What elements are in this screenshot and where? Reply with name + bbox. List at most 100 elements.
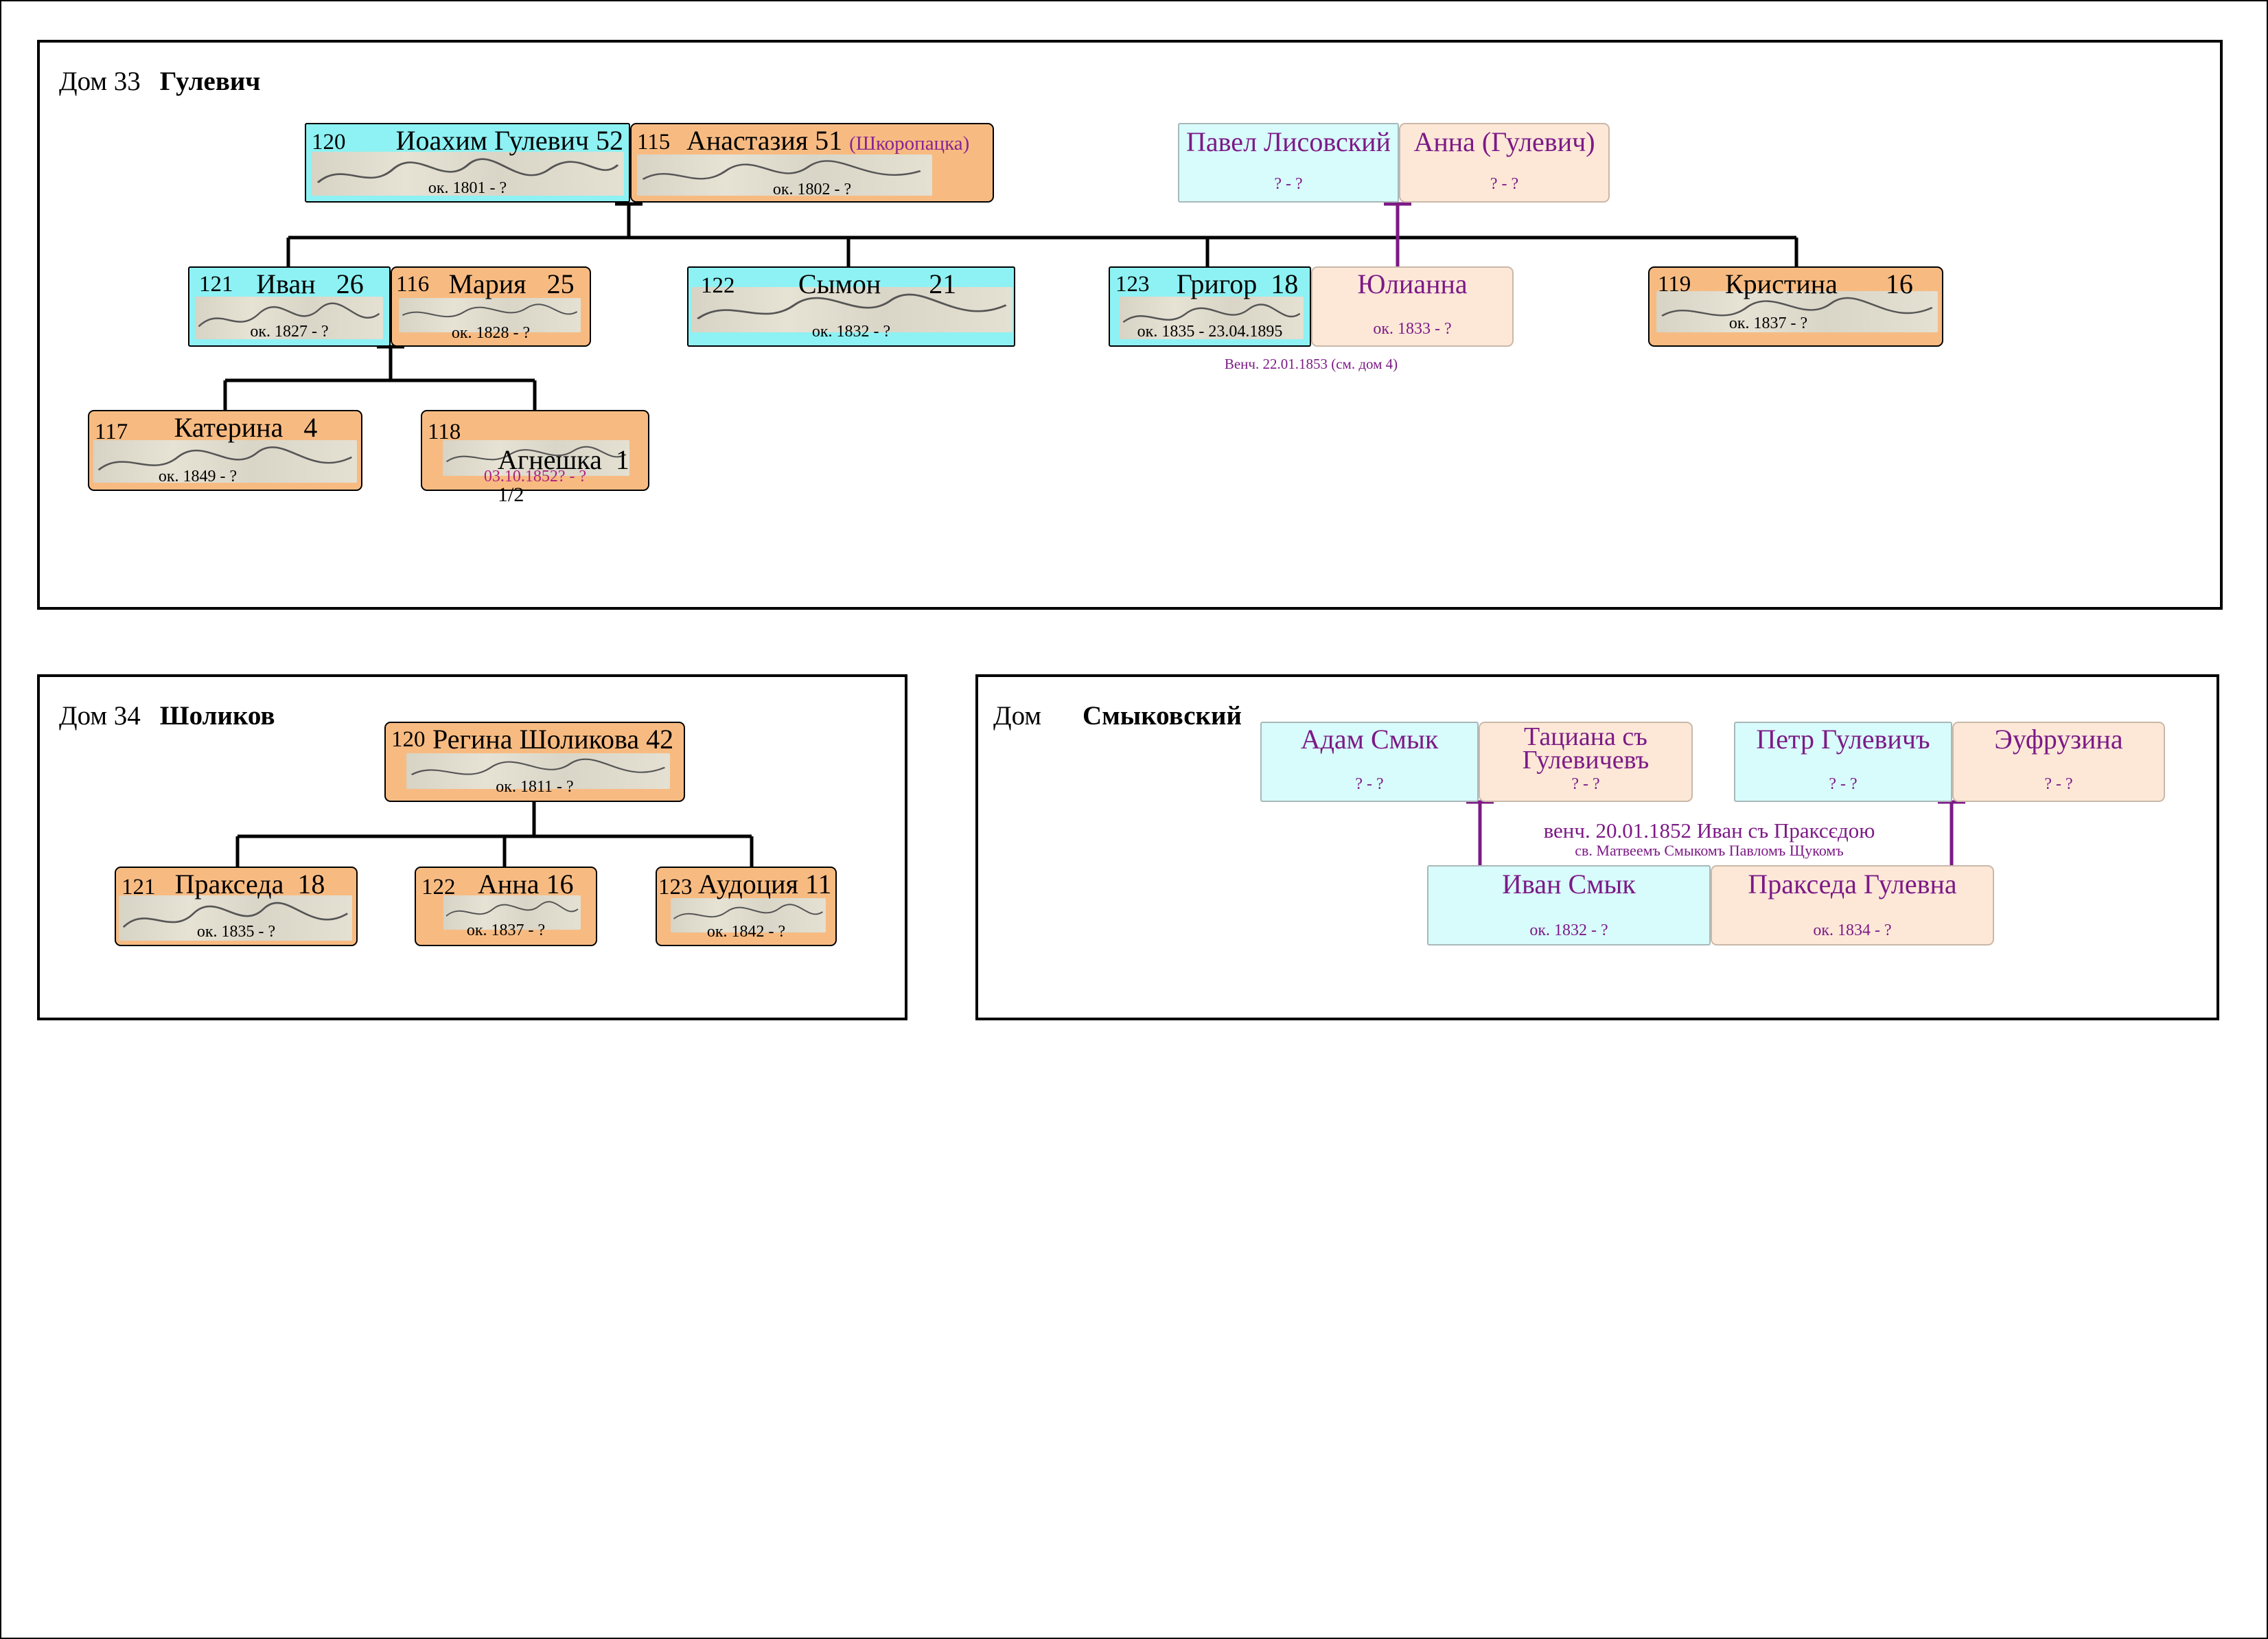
person-card-yulianna[interactable]: Юлианна ок. 1833 - ? bbox=[1311, 266, 1514, 347]
person-dates: ок. 1811 - ? bbox=[496, 778, 574, 796]
person-id: 119 bbox=[1658, 272, 1691, 297]
person-id: 122 bbox=[421, 875, 456, 899]
person-name-row: Анастазия 51 (Шкоропацка) bbox=[686, 124, 993, 157]
maiden-name: (Шкоропацка) bbox=[849, 133, 970, 154]
person-id: 122 bbox=[701, 273, 735, 298]
house-number: Дом bbox=[993, 701, 1042, 731]
house-title: Дом 33 Гулевич bbox=[59, 66, 260, 97]
house-smykovsky-panel: Дом Смыковский bbox=[975, 674, 2219, 1020]
record-scan-image bbox=[1120, 297, 1304, 339]
house-surname: Шоликов bbox=[159, 701, 275, 731]
person-dates: ? - ? bbox=[1274, 175, 1303, 193]
person-card-prakseda-sholikova[interactable]: 121 Пракседа 18 ок. 1835 - ? bbox=[115, 867, 358, 946]
person-card-grigor[interactable]: 123 Григор 18 ок. 1835 - 23.04.1895 bbox=[1109, 266, 1311, 347]
record-scan-image bbox=[406, 753, 670, 789]
person-name: Григор 18 bbox=[1176, 268, 1299, 299]
person-name: Пракседа 18 bbox=[174, 869, 325, 899]
person-card-symon[interactable]: 122 Сымон 21 ок. 1832 - ? bbox=[687, 266, 1015, 347]
wedding-note-line1: венч. 20.01.1852 Иван съ Праксєдою bbox=[1543, 818, 1875, 843]
person-id: 121 bbox=[199, 272, 233, 297]
person-card-ivan[interactable]: 121 Иван 26 ок. 1827 - ? bbox=[188, 266, 391, 347]
person-card-kristina[interactable]: 119 Кристина 16 ок. 1837 - ? bbox=[1648, 266, 1943, 347]
record-scan-image bbox=[671, 898, 826, 932]
person-id: 120 bbox=[312, 130, 346, 154]
person-card-adam-smyk[interactable]: Адам Смык ? - ? bbox=[1260, 722, 1479, 802]
person-dates: ? - ? bbox=[2044, 775, 2073, 793]
person-dates: ок. 1801 - ? bbox=[428, 179, 507, 197]
person-name: Павел Лисовский bbox=[1186, 126, 1391, 157]
record-scan-image bbox=[195, 297, 383, 339]
house-surname: Гулевич bbox=[159, 67, 261, 96]
house-surname: Смыковский bbox=[1083, 701, 1242, 731]
person-dates: ок. 1827 - ? bbox=[250, 323, 329, 341]
person-name: Петр Гулевичъ bbox=[1756, 724, 1930, 755]
person-card-ivan-smyk[interactable]: Иван Смык ок. 1832 - ? bbox=[1427, 865, 1711, 945]
person-dates: ок. 1837 - ? bbox=[1728, 314, 1808, 332]
person-card-anna-sholikova[interactable]: 122 Анна 16 ок. 1837 - ? bbox=[415, 867, 597, 946]
person-dates: ок. 1835 - 23.04.1895 bbox=[1137, 323, 1283, 341]
house-34-panel: Дом 34 Шоликов bbox=[37, 674, 907, 1020]
person-dates: ? - ? bbox=[1355, 775, 1384, 793]
person-name: Пракседа Гулевна bbox=[1748, 869, 1957, 899]
record-scan-image bbox=[312, 152, 624, 196]
person-name: Мария 25 bbox=[448, 268, 575, 299]
person-id: 121 bbox=[121, 875, 156, 899]
person-dates: ок. 1834 - ? bbox=[1813, 921, 1892, 939]
person-name: Катерина 4 bbox=[174, 412, 318, 443]
person-name: Эуфрузина bbox=[1994, 724, 2123, 755]
person-dates: ? - ? bbox=[1829, 775, 1858, 793]
person-name: Сымон 21 bbox=[798, 268, 957, 299]
person-name-line2: Гулевичевъ bbox=[1522, 746, 1650, 775]
person-dates: ок. 1802 - ? bbox=[772, 181, 852, 198]
record-scan-image bbox=[637, 154, 932, 196]
person-name-line1: Тациана съ bbox=[1524, 722, 1647, 751]
person-card-petr-gulevich[interactable]: Петр Гулевичъ ? - ? bbox=[1734, 722, 1952, 802]
person-card-prakseda-gulevna[interactable]: Пракседа Гулевна ок. 1834 - ? bbox=[1711, 865, 1994, 945]
house-number: Дом 34 bbox=[59, 701, 141, 731]
person-card-regina[interactable]: 120 Регина Шоликова 42 ок. 1811 - ? bbox=[384, 722, 685, 802]
person-name: Регина Шоликова 42 bbox=[432, 724, 674, 755]
person-dates: ? - ? bbox=[1571, 775, 1600, 793]
person-name-row: Агнешка 1 1/2 bbox=[470, 411, 648, 540]
person-name: Агнешка 1 bbox=[498, 444, 629, 475]
person-name: Анастазия 51 bbox=[686, 125, 843, 156]
person-card-anastaziya[interactable]: 115 Анастазия 51 (Шкоропацка) ок. 1802 - … bbox=[630, 123, 994, 203]
person-card-tatsiana[interactable]: Тациана съ Гулевичевъ ? - ? bbox=[1479, 722, 1693, 802]
person-card-mariya[interactable]: 116 Мария 25 ок. 1828 - ? bbox=[391, 266, 591, 347]
person-dates: ок. 1837 - ? bbox=[466, 921, 546, 939]
person-name: Анна 16 bbox=[478, 869, 574, 899]
record-scan-image bbox=[691, 287, 1012, 332]
person-dates: ок. 1835 - ? bbox=[196, 923, 276, 941]
person-card-eufruzina[interactable]: Эуфрузина ? - ? bbox=[1952, 722, 2165, 802]
person-id: 120 bbox=[391, 727, 426, 752]
person-card-agneshka[interactable]: 118 Агнешка 1 1/2 03.10.1852? - ? bbox=[421, 410, 649, 506]
house-title: Дом Смыковский bbox=[993, 700, 1242, 731]
person-name: Анна (Гулевич) bbox=[1413, 126, 1595, 157]
record-scan-image bbox=[1656, 291, 1938, 332]
record-scan-image bbox=[93, 440, 357, 483]
person-name: Кристина 16 bbox=[1725, 268, 1913, 299]
person-dates: ок. 1828 - ? bbox=[451, 324, 531, 342]
person-card-audotsiya[interactable]: 123 Аудоция 11 ок. 1842 - ? bbox=[656, 867, 837, 946]
person-card-pavel[interactable]: Павел Лисовский ? - ? bbox=[1178, 123, 1399, 203]
person-id: 118 bbox=[428, 420, 461, 444]
record-scan-image bbox=[443, 895, 581, 930]
person-id: 117 bbox=[95, 420, 128, 444]
family-lines-black bbox=[223, 202, 1798, 867]
person-id: 115 bbox=[637, 130, 671, 154]
person-id: 123 bbox=[658, 875, 693, 899]
house-33-panel: Дом 33 Гулевич bbox=[37, 40, 2223, 610]
person-card-anna-gulevich[interactable]: Анна (Гулевич) ? - ? bbox=[1399, 123, 1610, 203]
person-name: Юлианна bbox=[1357, 268, 1468, 299]
house-number: Дом 33 bbox=[59, 67, 141, 96]
person-card-ioakhim[interactable]: 120 Иоахим Гулевич 52 ок. 1801 - ? bbox=[305, 123, 630, 203]
person-card-katerina[interactable]: 117 Катерина 4 ок. 1849 - ? bbox=[88, 410, 362, 491]
person-name: Иван Смык bbox=[1502, 869, 1636, 899]
person-name: Иван 26 bbox=[256, 268, 364, 299]
person-age-fraction: 1/2 bbox=[498, 483, 524, 506]
record-scan-image bbox=[443, 440, 629, 476]
person-name: Аудоция 11 bbox=[698, 869, 832, 899]
family-lines-purple bbox=[1384, 202, 1965, 865]
